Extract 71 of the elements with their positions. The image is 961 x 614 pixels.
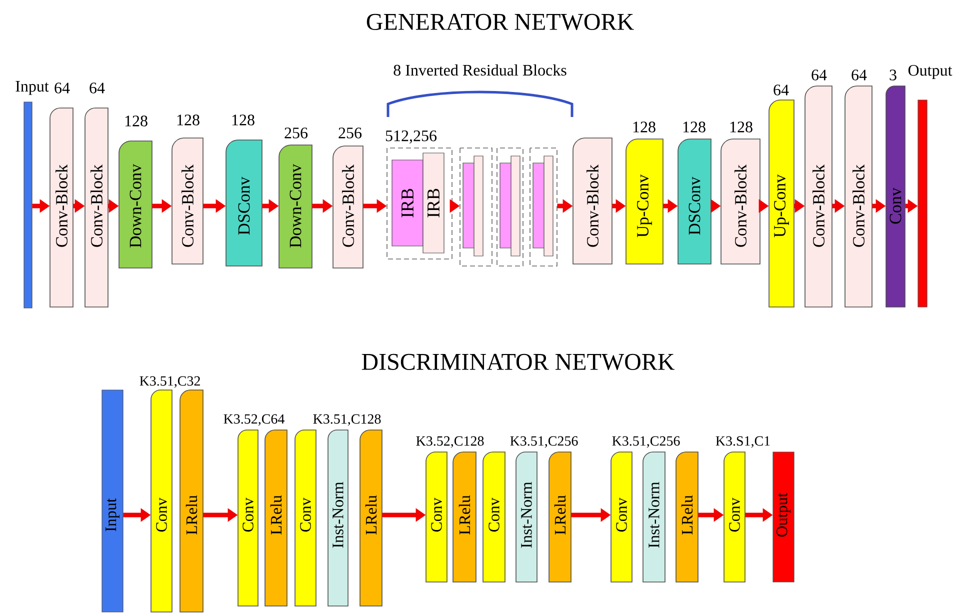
layer-block: Conv-Block	[332, 146, 364, 268]
layer-block: Conv-Block	[572, 138, 612, 264]
layer-block: Conv	[482, 452, 506, 582]
irb-bar	[544, 156, 554, 256]
layer-block: Conv	[886, 86, 906, 308]
layer-block: Up-Conv	[626, 138, 664, 264]
irb-bar	[510, 156, 520, 256]
layer-block: Conv	[238, 430, 258, 606]
irb-bar: IRB	[392, 160, 424, 246]
layer-block: Conv	[724, 452, 746, 582]
layer-block: Down-Conv	[118, 140, 152, 268]
dashed-group-box	[496, 148, 524, 266]
channel-label: 128	[177, 114, 200, 126]
layer-block: LRelu	[264, 430, 288, 606]
layer-block: LRelu	[452, 452, 476, 582]
layer-block: LRelu	[360, 430, 382, 606]
layer-block: Inst-Norm	[642, 452, 666, 582]
channel-label: 128	[633, 122, 656, 132]
channel-label: 256	[284, 128, 308, 138]
channel-label: 512,256	[386, 130, 437, 144]
irb-bar	[462, 162, 476, 248]
irb-bar	[474, 156, 484, 256]
channel-label: K3.51,C128	[313, 414, 381, 426]
layer-block: Conv-Block	[844, 86, 872, 308]
irb-bar	[500, 162, 512, 248]
channel-label: K3.S1,C1	[716, 436, 770, 448]
layer-block: Conv-Block	[720, 138, 760, 264]
input-block: Input	[102, 390, 124, 612]
channel-label: 64	[812, 70, 827, 80]
channel-label: K3.52,C64	[224, 414, 285, 426]
layer-block: Up-Conv	[768, 100, 794, 308]
layer-block: Inst-Norm	[328, 430, 348, 606]
output-block: Output	[772, 452, 794, 582]
channel-label: K3.51,C256	[612, 436, 680, 448]
dashed-group-box	[460, 148, 492, 266]
irb-bar	[532, 162, 546, 248]
channel-label: 128	[730, 122, 752, 132]
channel-label: 64	[774, 84, 789, 96]
layer-block: Down-Conv	[278, 144, 312, 268]
layer-block: Conv-Block	[84, 108, 108, 308]
irb-bar: IRB	[422, 152, 444, 254]
channel-label: 128	[232, 114, 254, 126]
channel-label: 64	[54, 82, 70, 94]
layer-block: DSConv	[678, 138, 712, 264]
layer-block: LRelu	[180, 390, 204, 612]
bracket-label: 8 Inverted Residual Blocks	[394, 64, 566, 76]
layer-block: Conv	[294, 430, 316, 606]
channel-label: K3.51,C256	[510, 436, 578, 448]
layer-block: Conv	[426, 452, 448, 582]
dashed-group-box	[530, 148, 558, 266]
layer-block: Conv-Block	[172, 138, 204, 264]
layer-block: Inst-Norm	[516, 452, 538, 582]
layer-block: LRelu	[676, 452, 698, 582]
channel-label: 128	[683, 122, 706, 132]
channel-label: K3.52,C128	[416, 436, 484, 448]
layer-block: Conv-Block	[50, 108, 74, 308]
channel-label: K3.51,C32	[140, 376, 200, 388]
channel-label: Input	[16, 81, 49, 95]
channel-label: 64	[90, 82, 105, 94]
section-title: DISCRIMINATOR NETWORK	[362, 354, 674, 370]
layer-block: Conv-Block	[804, 86, 832, 308]
channel-label: 3	[890, 70, 896, 80]
channel-label: Output	[908, 65, 952, 79]
layer-block: DSConv	[226, 140, 262, 266]
channel-label: 64	[852, 70, 867, 80]
channel-label: 128	[125, 116, 148, 126]
layer-block: Conv	[610, 452, 632, 582]
channel-label: 256	[338, 128, 362, 138]
layer-block: Conv	[150, 390, 172, 612]
layer-block: LRelu	[548, 452, 572, 582]
title: GENERATOR NETWORK	[366, 14, 634, 30]
